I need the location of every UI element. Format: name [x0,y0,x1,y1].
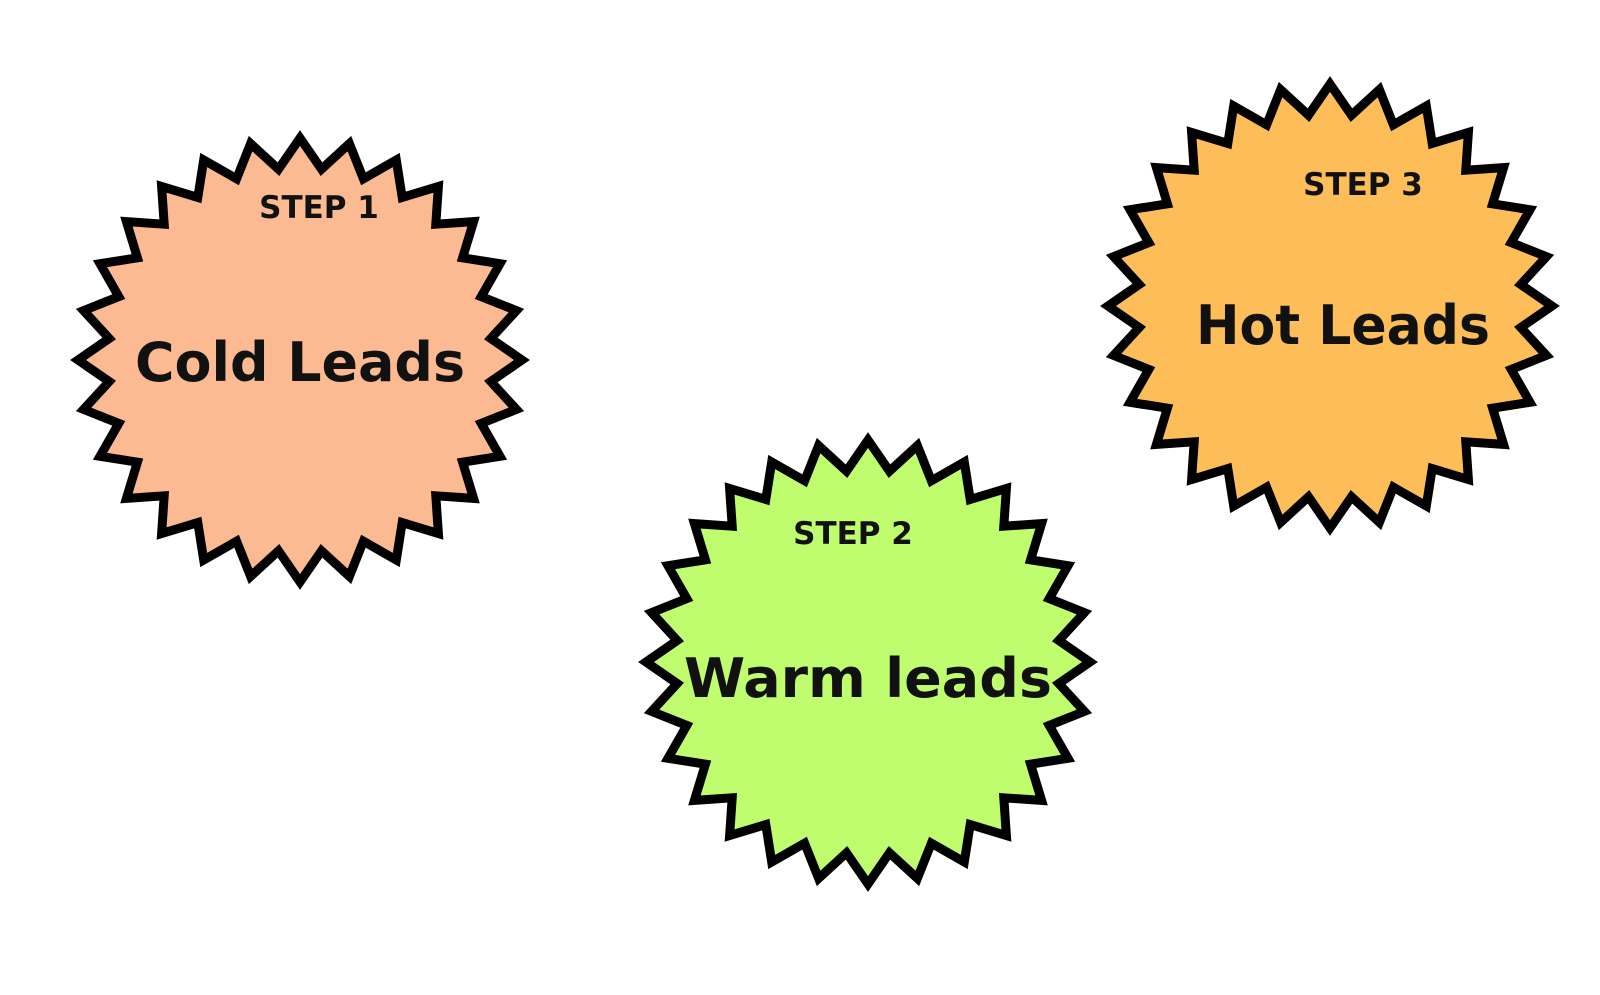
step-label: STEP 2 [793,516,913,552]
step-label: STEP 1 [259,190,379,226]
starburst-shape [638,432,1098,892]
badge-step-3: STEP 3 Hot Leads [1100,76,1560,536]
badge-step-2: STEP 2 Warm leads [638,432,1098,892]
badge-step-1: STEP 1 Cold Leads [70,130,530,590]
step-label: STEP 3 [1303,167,1423,203]
badge-title: Hot Leads [1196,294,1490,357]
starburst-shape [70,130,530,590]
badge-title: Warm leads [684,647,1052,710]
badge-title: Cold Leads [135,331,465,394]
starburst-shape [1100,76,1560,536]
